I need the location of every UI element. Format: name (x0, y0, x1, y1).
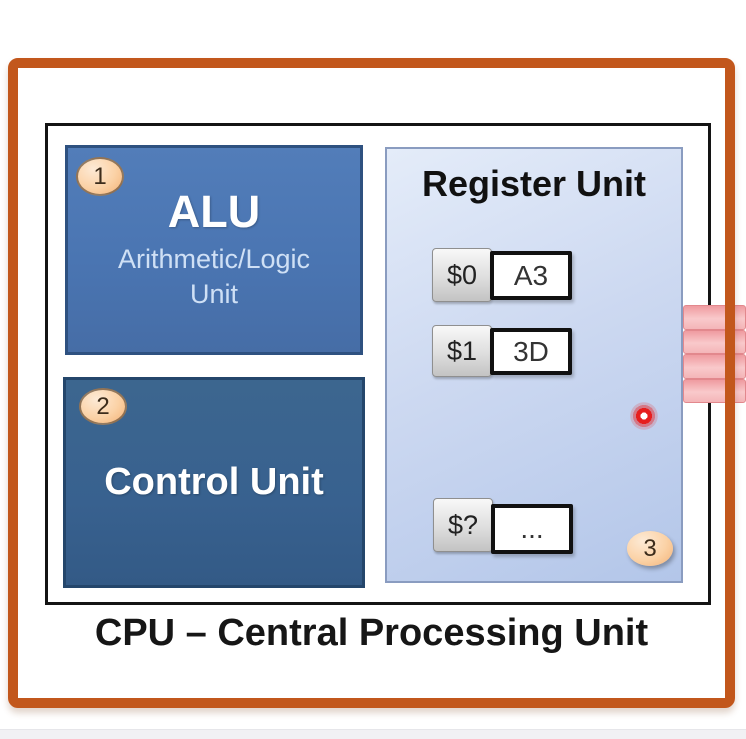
register-value-box: ... (491, 504, 573, 554)
bus-line (683, 378, 746, 403)
bus-line (683, 305, 746, 330)
diagram-title: CPU – Central Processing Unit (94, 612, 649, 654)
bus-line (683, 354, 746, 379)
register-unit-title: Register Unit (421, 163, 647, 204)
bus-line (683, 329, 746, 354)
register-value-box: A3 (490, 251, 572, 300)
register-label-box: $1 (432, 325, 492, 377)
laser-pointer-dot (630, 402, 658, 430)
control-unit-block: Control Unit (63, 377, 365, 588)
bottom-page-edge (0, 729, 746, 739)
register-label-box: $? (433, 498, 493, 552)
register-label-box: $0 (432, 248, 492, 302)
alu-abbr: ALU (167, 186, 261, 238)
control-unit-label: Control Unit (104, 461, 324, 503)
alu-subtitle: Arithmetic/Logic Unit (117, 243, 311, 309)
badge-1: 1 (76, 157, 124, 196)
register-value-box: 3D (490, 328, 572, 375)
badge-2: 2 (79, 388, 127, 425)
data-bus-lines (683, 305, 746, 403)
badge-3: 3 (627, 531, 673, 566)
